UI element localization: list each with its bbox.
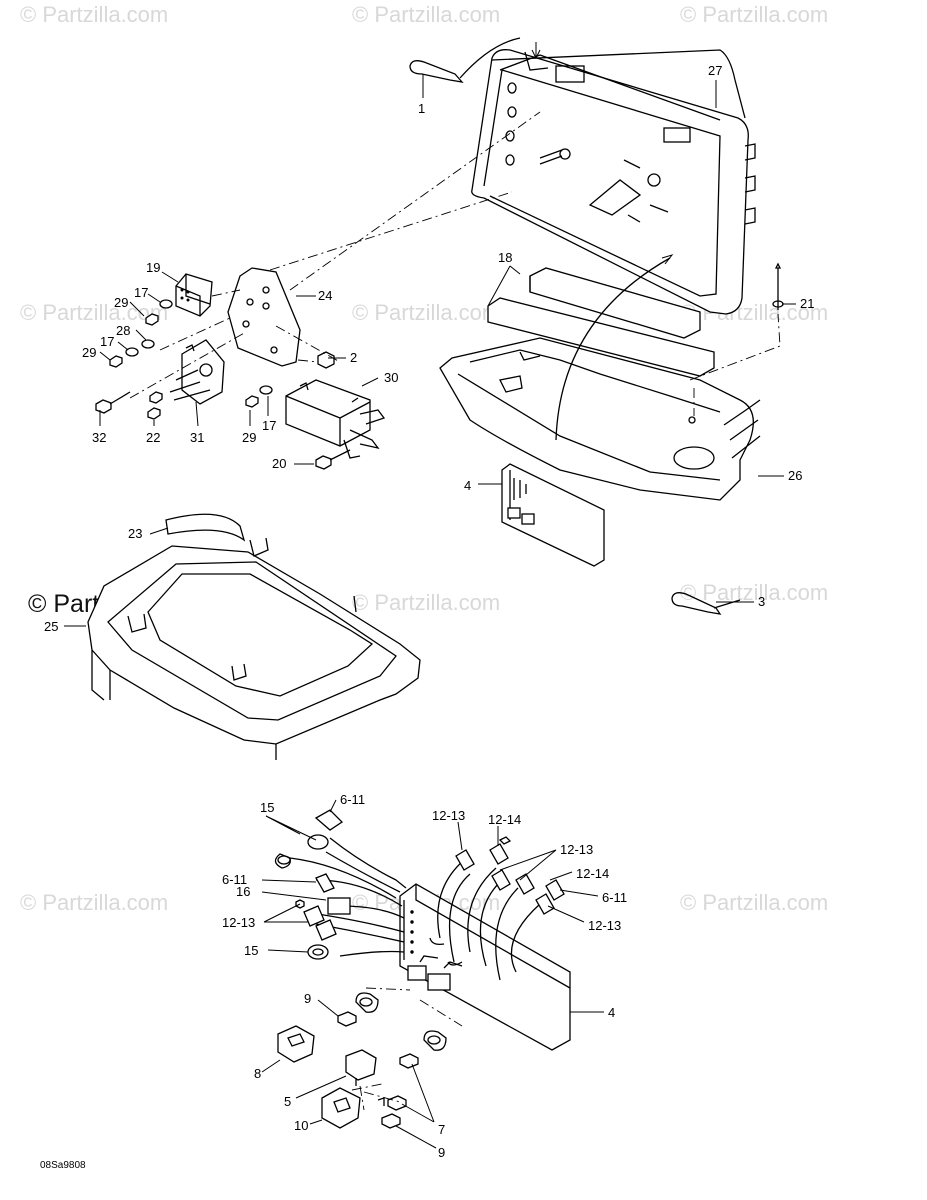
callout-9: 9 <box>438 1145 445 1160</box>
callout-labels: 1 27 19 17 29 24 28 17 29 2 30 32 22 31 … <box>44 63 814 1160</box>
callout-12-13: 12-13 <box>222 915 255 930</box>
watermark: © Partzilla.com <box>352 300 500 325</box>
watermark: © Partzilla.com <box>680 890 828 915</box>
left-electrical-assembly <box>95 267 386 470</box>
callout-25: 25 <box>44 619 58 634</box>
callout-7: 7 <box>438 1122 445 1137</box>
part-4-module-lower <box>399 883 571 1051</box>
callout-17: 17 <box>100 334 114 349</box>
diagram-code: 08Sa9808 <box>40 1160 86 1171</box>
watermark: © Partzilla.com <box>20 2 168 27</box>
callout-27: 27 <box>708 63 722 78</box>
callout-17: 17 <box>134 285 148 300</box>
fuses-and-holders <box>277 987 463 1129</box>
callout-29: 29 <box>114 295 128 310</box>
callout-9: 9 <box>304 991 311 1006</box>
callout-12-14: 12-14 <box>488 812 521 827</box>
watermark: © Partzilla.com <box>20 890 168 915</box>
callout-29: 29 <box>242 430 256 445</box>
callout-18: 18 <box>498 250 512 265</box>
callout-12-14: 12-14 <box>576 866 609 881</box>
wiring-harness <box>274 809 565 981</box>
callout-22: 22 <box>146 430 160 445</box>
callout-29: 29 <box>82 345 96 360</box>
callout-28: 28 <box>116 323 130 338</box>
part-4-module-upper <box>501 463 605 567</box>
callout-19: 19 <box>146 260 160 275</box>
part-25-lower-tray <box>87 537 421 760</box>
watermark: © Partzilla.com <box>352 2 500 27</box>
callout-6-11: 6-11 <box>602 890 627 905</box>
part-18-plates <box>487 267 715 377</box>
callout-17: 17 <box>262 418 276 433</box>
part-26-base-tray <box>439 254 761 501</box>
callout-12-13: 12-13 <box>560 842 593 857</box>
callout-20: 20 <box>272 456 286 471</box>
callout-16: 16 <box>236 884 250 899</box>
callout-2: 2 <box>350 350 357 365</box>
watermark: © Partzilla.com <box>680 2 828 27</box>
watermark: © Partzilla.com <box>352 590 500 615</box>
callout-4: 4 <box>608 1005 615 1020</box>
callout-6-11: 6-11 <box>340 792 365 807</box>
callout-1: 1 <box>418 101 425 116</box>
watermark: © Partzilla.com <box>20 300 168 325</box>
callout-12-13: 12-13 <box>588 918 621 933</box>
callout-8: 8 <box>254 1066 261 1081</box>
part-23-seal-strip <box>165 513 246 542</box>
part-27-housing <box>471 42 756 315</box>
callout-24: 24 <box>318 288 332 303</box>
callout-12-13: 12-13 <box>432 808 465 823</box>
callout-26: 26 <box>788 468 802 483</box>
part-3-cable-tie <box>671 592 741 615</box>
leader-lines <box>64 80 796 1149</box>
part-1-cable-tie <box>409 37 521 98</box>
callout-30: 30 <box>384 370 398 385</box>
alignment-lines <box>129 111 781 416</box>
callout-10: 10 <box>294 1118 308 1133</box>
callout-23: 23 <box>128 526 142 541</box>
callout-32: 32 <box>92 430 106 445</box>
callout-15: 15 <box>244 943 258 958</box>
callout-31: 31 <box>190 430 204 445</box>
callout-21: 21 <box>800 296 814 311</box>
callout-15: 15 <box>260 800 274 815</box>
callout-4: 4 <box>464 478 471 493</box>
watermark: © Partzilla.com <box>680 580 828 605</box>
callout-5: 5 <box>284 1094 291 1109</box>
callout-6-11: 6-11 <box>222 872 247 887</box>
callout-3: 3 <box>758 594 765 609</box>
